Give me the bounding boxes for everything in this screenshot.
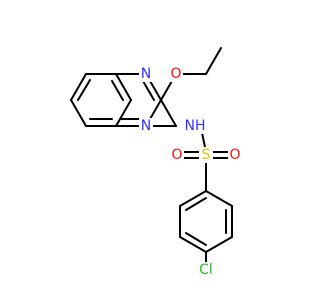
cl-bg [196, 262, 216, 278]
bond-benzo-3 [115, 73, 132, 101]
bond-benzo-fused [115, 99, 132, 127]
bond-ph-1 [205, 190, 233, 207]
o-left-bg [170, 147, 184, 163]
n-top-bg [139, 66, 153, 82]
molecule-canvas: N N O NH S O O Cl [70, 47, 242, 278]
atom-o-right: O [229, 147, 240, 163]
atom-n-bottom: N [141, 118, 151, 134]
bond-benzo-1 [70, 73, 87, 101]
structure-drawing: N N O NH S O O Cl [70, 47, 242, 278]
bond-n4-c3-inner [142, 80, 155, 101]
bond-ph-6-inner [185, 197, 207, 211]
nh-bg [182, 118, 208, 134]
s-bg [199, 147, 213, 163]
bond-ph-4-inner [185, 232, 207, 246]
bond-ph-6 [179, 190, 207, 207]
atom-o-ether: O [170, 66, 181, 82]
bond-ch2-ch3 [205, 47, 222, 75]
bond-ph-3 [205, 236, 233, 253]
atom-cl: Cl [199, 262, 213, 278]
bond-c2-nh [160, 99, 177, 127]
atom-o-left: O [171, 147, 182, 163]
n-bottom-bg [139, 118, 153, 134]
bond-benzo-3-inner [111, 80, 124, 101]
atom-n-top: N [141, 66, 151, 82]
bond-ph-4 [179, 236, 207, 253]
bond-benzo-6 [70, 99, 87, 127]
o-right-bg [228, 147, 242, 163]
atom-nh: NH [185, 118, 206, 134]
o-ether-bg [169, 66, 183, 82]
atom-s: S [202, 147, 211, 163]
bond-benzo-1-inner [77, 79, 91, 101]
